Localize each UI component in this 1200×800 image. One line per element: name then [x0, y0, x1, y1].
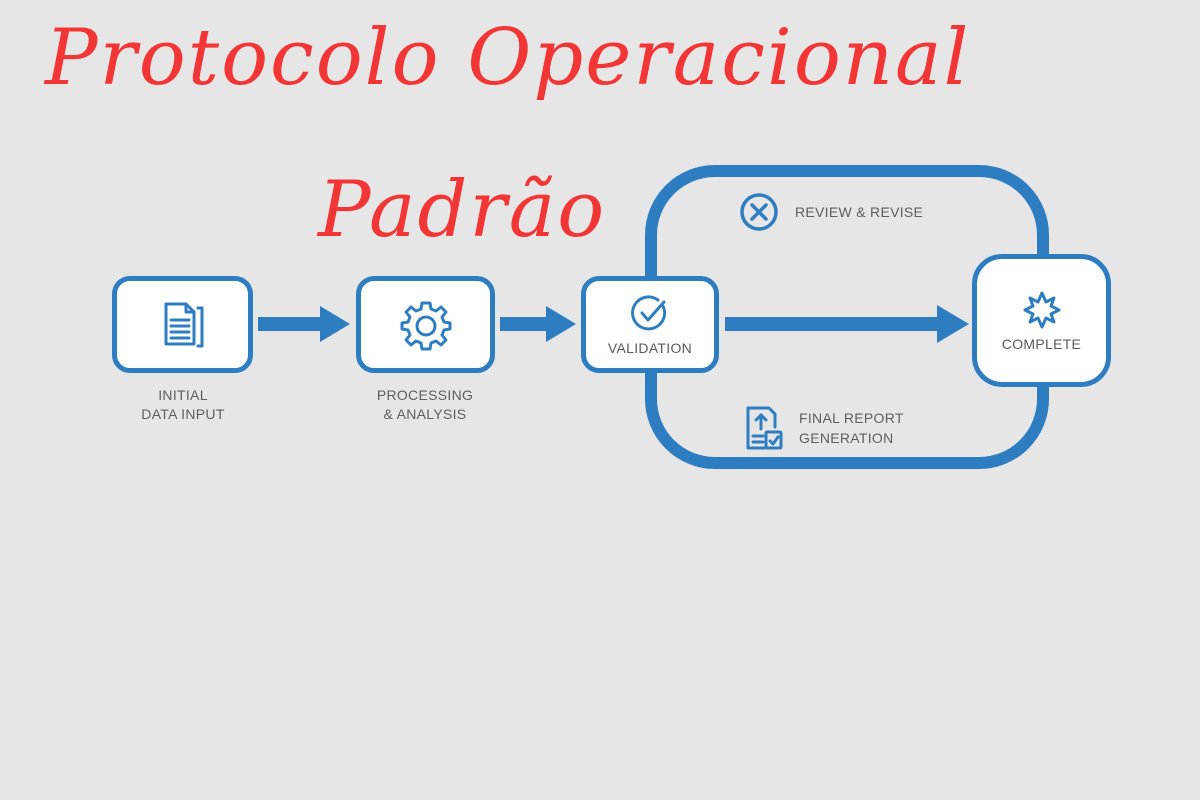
caption-line: DATA INPUT: [141, 406, 225, 422]
title-line-2: Padrão: [318, 165, 607, 255]
gear-icon: [399, 298, 453, 352]
final-report-line-2: GENERATION: [799, 430, 894, 446]
final-report-line-1: FINAL REPORT: [799, 410, 904, 426]
starburst-icon: [1022, 290, 1062, 330]
report-upload-icon: [745, 405, 785, 451]
title-line-1: Protocolo Operacional: [45, 13, 971, 103]
complete-label: COMPLETE: [1001, 335, 1082, 352]
arrow-1-to-2: [258, 304, 353, 344]
caption-line: & ANALYSIS: [383, 406, 467, 422]
step-initial-data-input: [112, 276, 253, 373]
step-processing-analysis: [356, 276, 495, 373]
arrow-3-to-4: [725, 303, 973, 345]
caption-processing-analysis: PROCESSING & ANALYSIS: [350, 386, 500, 424]
loop-final-report: FINAL REPORT GENERATION: [745, 405, 904, 451]
final-report-text: FINAL REPORT GENERATION: [799, 408, 904, 448]
step-validation: VALIDATION: [581, 276, 719, 373]
x-circle-icon: [739, 192, 779, 232]
validation-label: VALIDATION: [607, 339, 693, 356]
caption-line: INITIAL: [158, 387, 208, 403]
caption-line: PROCESSING: [376, 387, 474, 403]
check-circle-icon: [630, 294, 670, 334]
loop-review-revise: REVIEW & REVISE: [739, 192, 923, 232]
caption-initial-data-input: INITIAL DATA INPUT: [113, 386, 253, 424]
document-icon: [160, 300, 206, 350]
review-revise-label: REVIEW & REVISE: [795, 204, 924, 220]
arrow-2-to-3: [500, 304, 580, 344]
step-complete: COMPLETE: [972, 254, 1111, 387]
